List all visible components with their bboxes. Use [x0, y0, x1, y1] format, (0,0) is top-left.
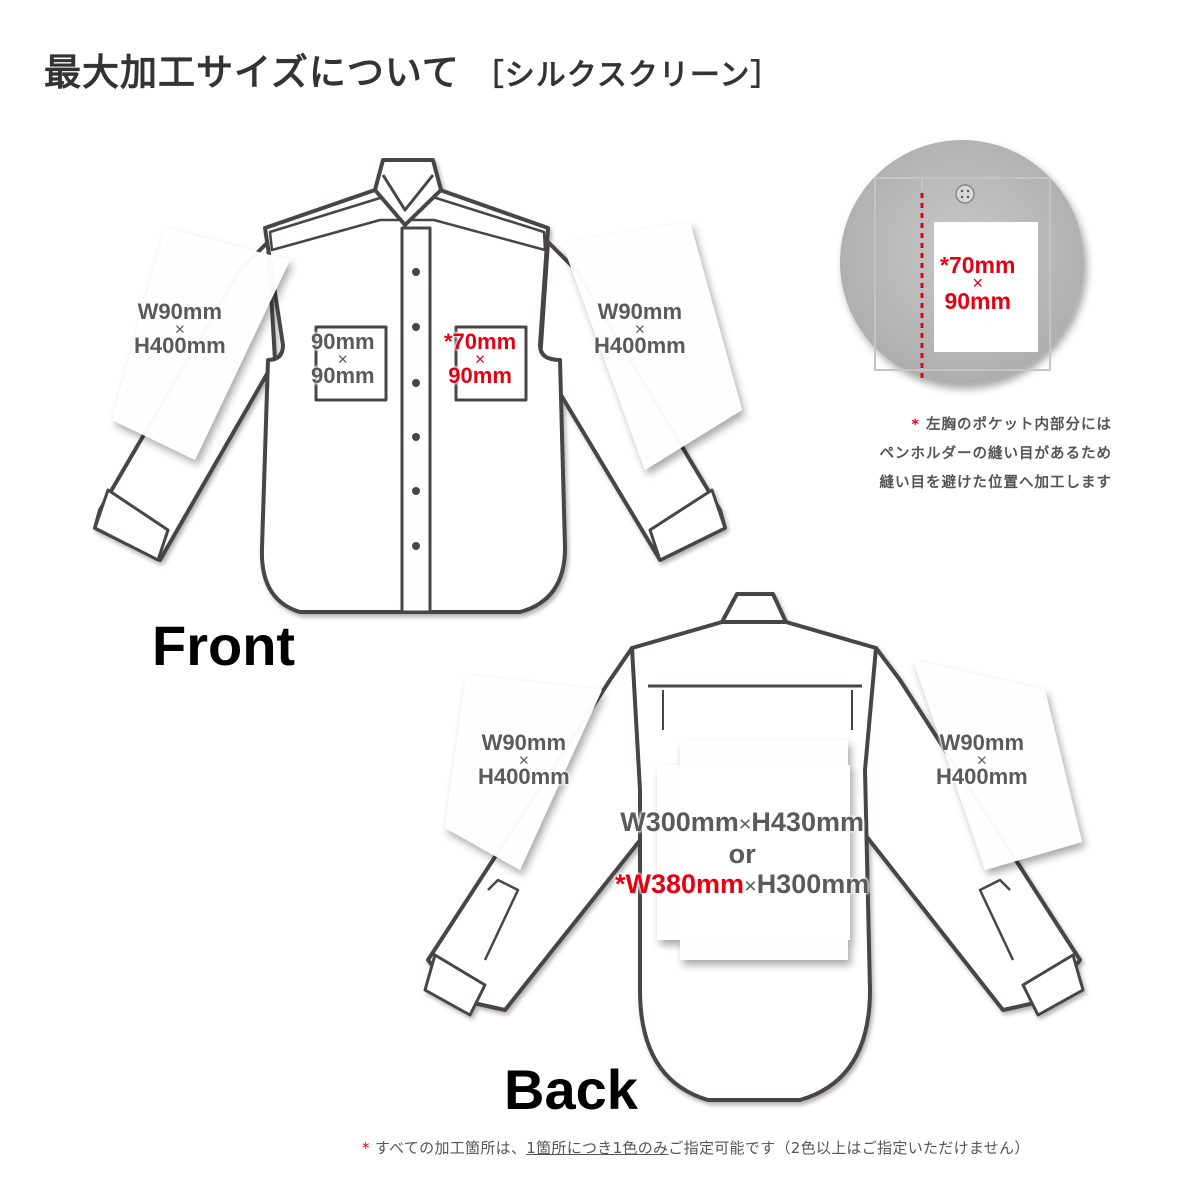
title-main: 最大加工サイズについて — [44, 51, 460, 94]
height-value: H430mm — [751, 807, 864, 837]
page-title: 最大加工サイズについて ［シルクスクリーン］ — [44, 42, 781, 96]
times-sign: × — [744, 873, 757, 898]
times-sign: × — [634, 319, 645, 339]
width-value: W90mm — [137, 299, 223, 324]
footer-note: * すべての加工箇所は、1箇所につき1色のみご指定可能です（2色以上はご指定いた… — [362, 1137, 1030, 1158]
width-value: W300mm — [620, 807, 739, 837]
front-label: Front — [152, 614, 296, 677]
times-sign: × — [174, 319, 185, 339]
height-value: 90mm — [944, 287, 1011, 314]
times-sign: × — [474, 349, 486, 369]
times-sign: × — [972, 272, 984, 293]
asterisk: * — [911, 417, 920, 433]
back-print-areas — [445, 660, 1082, 960]
front-print-areas — [112, 222, 742, 470]
width-value: *W380mm — [615, 869, 745, 899]
back-shirt — [423, 592, 1085, 1102]
height-value: 90mm — [448, 363, 512, 389]
footer-text-c: ご指定可能です（2色以上はご指定いただけません） — [668, 1139, 1030, 1157]
note-line-1: 左胸のポケット内部分には — [926, 417, 1112, 433]
front-right-chest-size: 90mm × 90mm — [311, 331, 375, 387]
asterisk: * — [362, 1139, 370, 1157]
note-line-3: 縫い目を避けた位置へ加工します — [879, 475, 1112, 491]
times-sign: × — [738, 811, 752, 836]
or-text: or — [728, 839, 756, 869]
front-left-sleeve-size: W90mm × H400mm — [134, 301, 226, 357]
front-buttons — [412, 268, 420, 550]
front-left-chest-size: *70mm × 90mm — [444, 331, 516, 387]
front-right-sleeve-size: W90mm × H400mm — [594, 301, 686, 357]
pocket-note: * 左胸のポケット内部分には ペンホルダーの縫い目があるため 縫い目を避けた位置… — [880, 411, 1113, 498]
width-value: W90mm — [939, 730, 1025, 755]
height-value: 90mm — [311, 363, 375, 389]
footer-text-a: すべての加工箇所は、 — [374, 1139, 527, 1157]
times-sign: × — [976, 750, 987, 770]
pocket-size: *70mm × 90mm — [940, 254, 1015, 313]
back-left-sleeve-size: W90mm × H400mm — [478, 732, 570, 788]
height-value: H400mm — [936, 764, 1028, 790]
height-value: H400mm — [478, 764, 570, 790]
title-sub: ［シルクスクリーン］ — [473, 58, 782, 93]
back-label: Back — [504, 1058, 638, 1121]
height-value: H400mm — [594, 333, 686, 359]
pocket-detail-lines — [874, 177, 1051, 371]
times-sign: × — [337, 349, 348, 369]
height-value: H300mm — [756, 869, 870, 899]
width-value: 90mm — [311, 329, 375, 354]
height-value: H400mm — [134, 333, 226, 359]
back-option-1: W300mm×H430mm — [615, 807, 869, 839]
pocket-button — [955, 184, 975, 204]
width-value: W90mm — [597, 299, 683, 324]
back-right-sleeve-size: W90mm × H400mm — [936, 732, 1028, 788]
back-body-size: W300mm×H430mm or *W380mm×H300mm — [615, 807, 869, 901]
back-option-2: *W380mm×H300mm — [615, 869, 869, 901]
times-sign: × — [518, 750, 529, 770]
width-value: W90mm — [481, 730, 567, 755]
width-value: *70mm — [444, 329, 517, 354]
pocket-print-area — [934, 222, 1038, 352]
footer-text-b: 1箇所につき1色のみ — [526, 1139, 669, 1157]
width-value: *70mm — [940, 252, 1016, 278]
note-line-2: ペンホルダーの縫い目があるため — [879, 446, 1112, 462]
